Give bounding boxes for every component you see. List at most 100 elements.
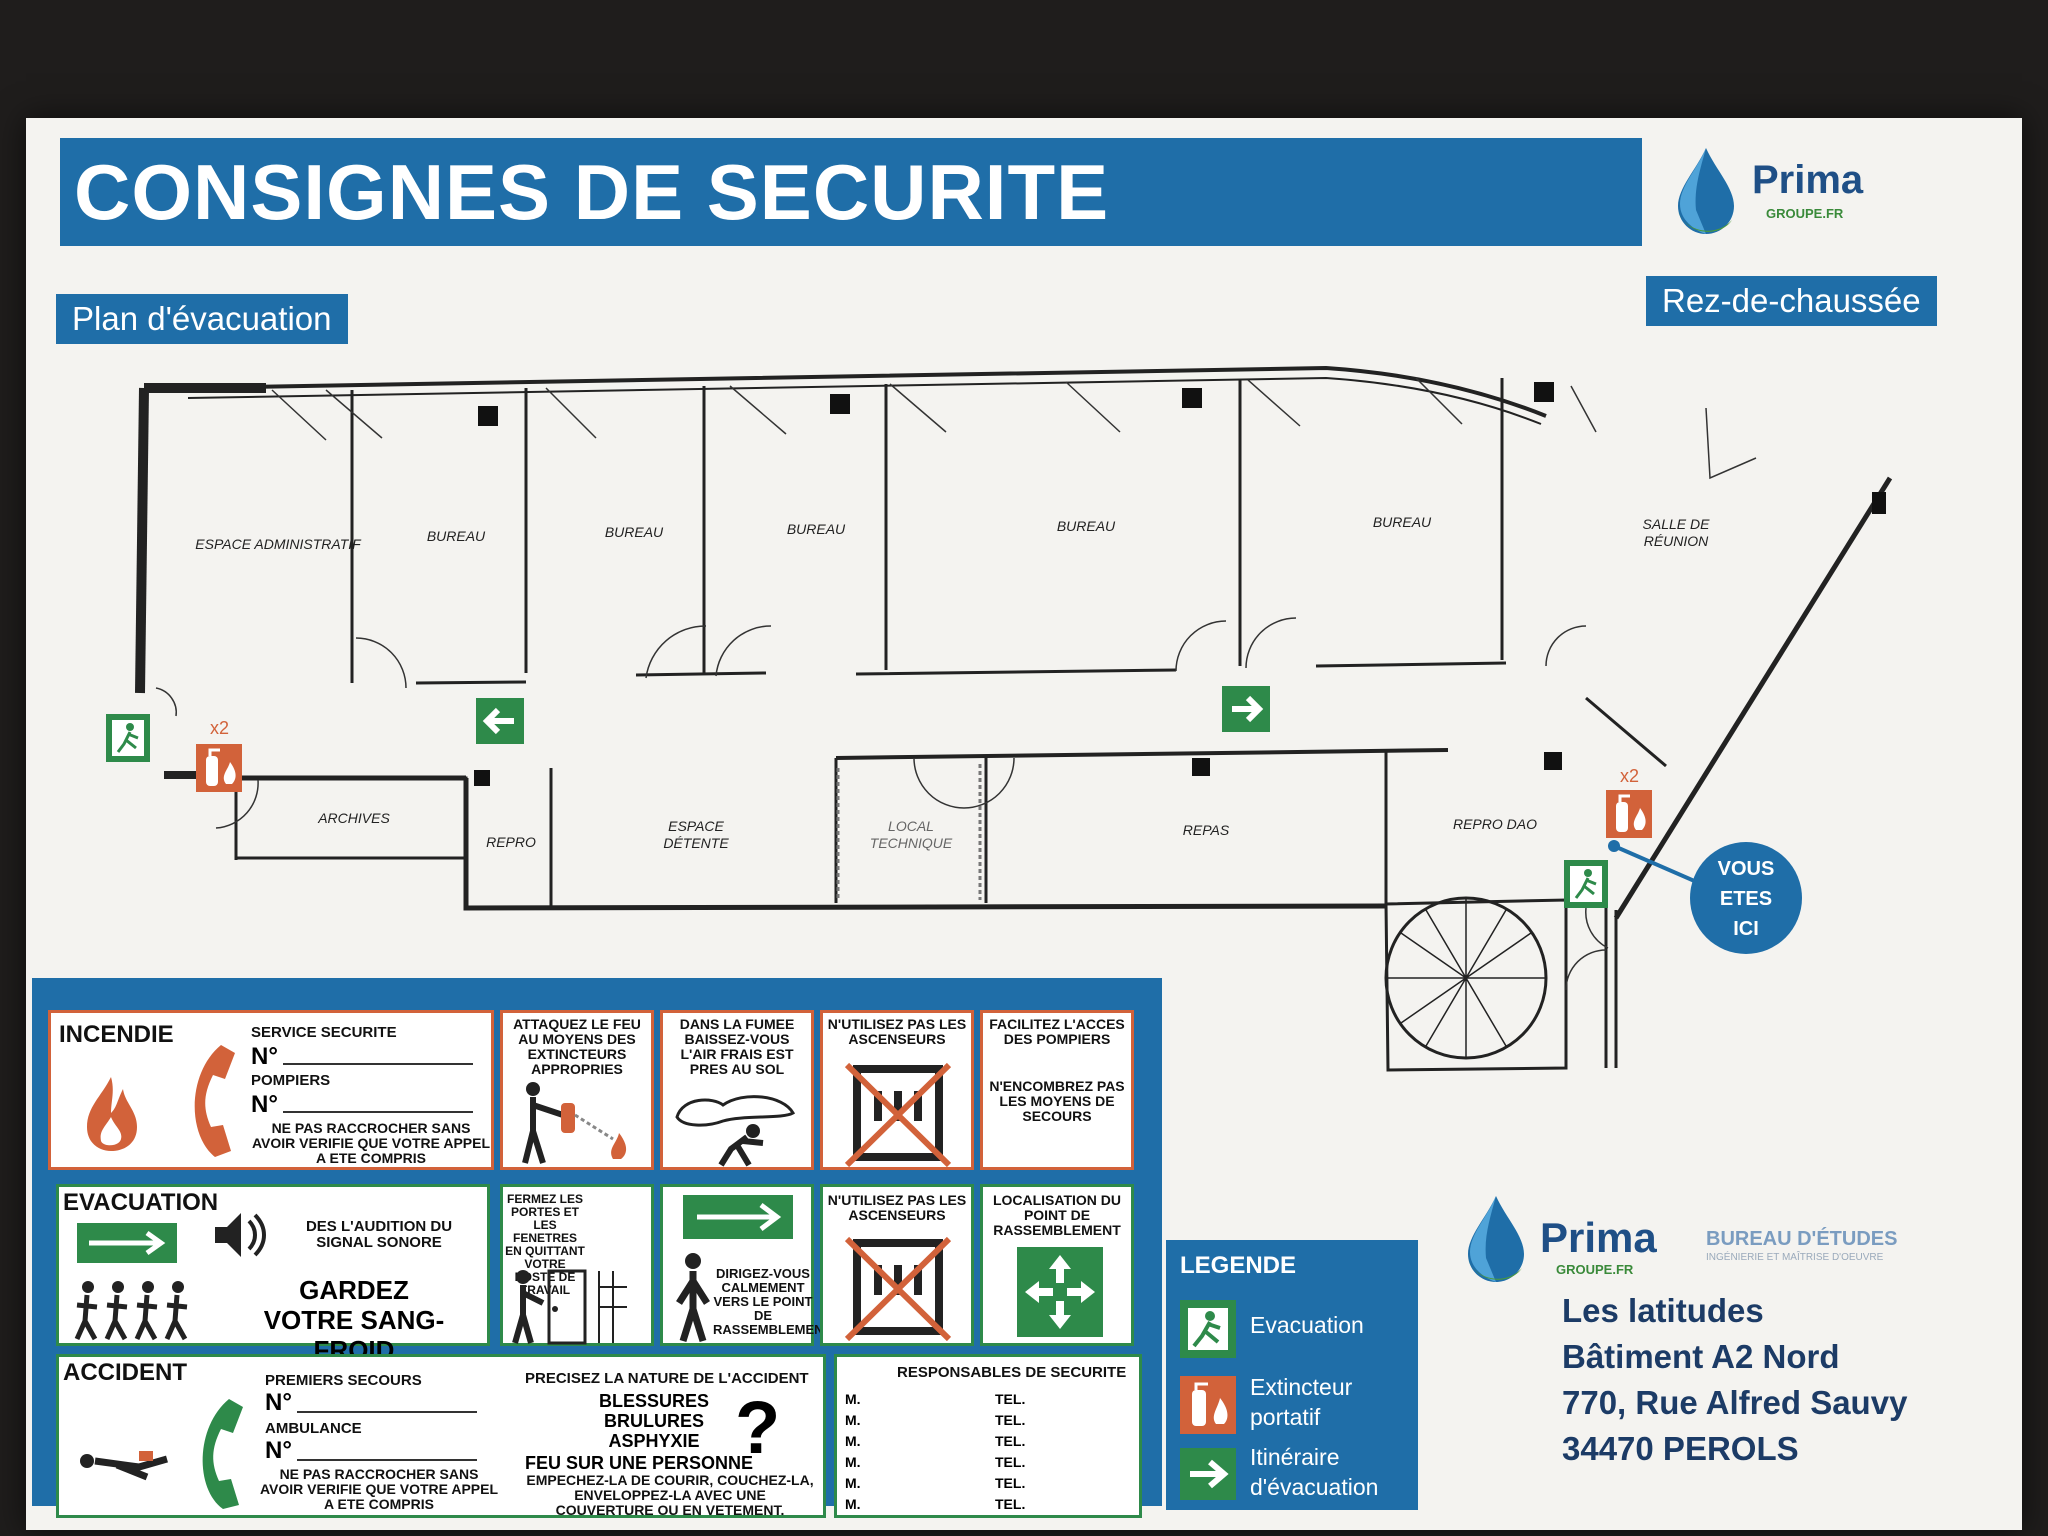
running-people-icon <box>74 1281 188 1341</box>
evacuation-poster: CONSIGNES DE SECURITE Plan d'évacuation … <box>26 118 2022 1530</box>
room-repro-dao: REPRO DAO <box>1452 816 1537 832</box>
responsables-list: M.TEL. M.TEL. M.TEL. M.TEL. M.TEL. M.TEL… <box>845 1389 1135 1515</box>
you-are-here-line2: ETES <box>1719 888 1773 910</box>
crouch-smoke-icon <box>675 1095 796 1167</box>
incendie-title: INCENDIE <box>59 1021 174 1048</box>
footer-brand-sub: GROUPE.FR <box>1556 1262 1634 1277</box>
evacuation-title: EVACUATION <box>63 1189 219 1216</box>
incendie-c4b: N'ENCOMBREZ PAS LES MOYENS DE SECOURS <box>989 1078 1125 1124</box>
accident-cell: ACCIDENT PREMIERS SECOURS N° AMBULANCE N… <box>56 1354 826 1518</box>
address-line-3: 770, Rue Alfred Sauvy <box>1562 1384 1908 1421</box>
evacuation-main-cell: EVACUATION DES L'AUDITION DU SIGNAL SONO… <box>56 1184 490 1365</box>
responsable-tel: TEL. <box>995 1433 1026 1449</box>
secours-label: PREMIERS SECOURS <box>265 1372 422 1389</box>
incendie-call-cell: INCENDIE SERVICE SECURITE N° POMPIERS N°… <box>48 1010 494 1170</box>
room-bureau-2: BUREAU <box>604 524 664 540</box>
arrow-right-icon <box>1222 686 1270 732</box>
evacuation-arrow-icon <box>77 1223 177 1263</box>
evacuation-c3: N'UTILISEZ PAS LES ASCENSEURS <box>827 1192 967 1223</box>
phone-icon-green <box>202 1399 243 1509</box>
legend-exit-icon <box>1180 1300 1236 1358</box>
room-espace-administratif: ESPACE ADMINISTRATIF <box>195 536 361 552</box>
responsable-tel: TEL. <box>995 1391 1026 1407</box>
you-are-here-line3: ICI <box>1733 918 1759 940</box>
room-bureau-3: BUREAU <box>786 521 846 537</box>
legend-arrow-icon <box>1180 1448 1236 1500</box>
service-num: N° <box>251 1043 278 1070</box>
evacuation-arrow-icon-2 <box>683 1195 793 1239</box>
responsable-row: M. TEL. <box>845 1410 1135 1431</box>
room-bureau-1: BUREAU <box>426 528 486 544</box>
accident-types: BLESSURES BRULURES ASPHYXIE <box>579 1391 729 1451</box>
footer-brand: Prima GROUPE.FR BUREAU D'ÉTUDES INGÉNIER… <box>1456 1188 1976 1298</box>
incendie-cell-1: ATTAQUEZ LE FEU AU MOYENS DES EXTINCTEUR… <box>500 1010 654 1170</box>
bureau-label: BUREAU D'ÉTUDES <box>1706 1228 1898 1250</box>
responsable-row: M.TEL. <box>845 1494 1135 1515</box>
evacuation-cell-2: DIRIGEZ-VOUS CALMEMENT VERS LE POINT DE … <box>660 1184 831 1346</box>
injured-person-icon <box>80 1451 168 1481</box>
legend-extinguisher-icon <box>1180 1376 1236 1434</box>
no-elevator-icon-2 <box>844 1236 952 1341</box>
brand-sub: GROUPE.FR <box>1766 206 1844 221</box>
responsables-cell: RESPONSABLES DE SECURITE M. TEL. M. TEL. M… <box>834 1354 1142 1518</box>
incendie-c1: ATTAQUEZ LE FEU AU MOYENS DES EXTINCTEUR… <box>513 1016 641 1077</box>
room-archives: ARCHIVES <box>318 810 390 826</box>
room-espace-detente: ESPACE DÉTENTE <box>663 818 729 851</box>
responsable-row: M.TEL. <box>845 1452 1135 1473</box>
legend-evacuation: Evacuation <box>1250 1312 1364 1338</box>
no-elevator-icon <box>844 1062 952 1167</box>
responsable-row: M. TEL. <box>845 1473 1135 1494</box>
ambulance-label: AMBULANCE <box>265 1420 362 1437</box>
emergency-exit-icon-2 <box>1564 860 1608 908</box>
responsables-title: RESPONSABLES DE SECURITE <box>897 1364 1127 1381</box>
fire-extinguisher-icon <box>196 744 242 792</box>
legend-panel: LEGENDE Evacuation Extincteur portatif I… <box>1166 1240 1418 1510</box>
ambulance-num: N° <box>265 1437 292 1464</box>
extinguisher-count: x2 <box>210 718 230 738</box>
responsable-tel: TEL. <box>995 1412 1026 1428</box>
accident-title: ACCIDENT <box>63 1359 187 1386</box>
ambulance-number-line <box>297 1459 477 1461</box>
room-bureau-4: BUREAU <box>1056 518 1116 534</box>
responsable-m: M. <box>845 1475 861 1491</box>
plan-label: Plan d'évacuation <box>56 294 348 344</box>
responsable-row: M. TEL. <box>845 1389 1135 1410</box>
walking-person-icon <box>676 1253 710 1343</box>
brand-logo: Prima GROUPE.FR <box>1666 140 1886 240</box>
emergency-exit-icon <box>106 714 150 762</box>
service-number-line <box>283 1063 473 1065</box>
responsable-m: M. <box>845 1412 861 1428</box>
incendie-c3: N'UTILISEZ PAS LES ASCENSEURS <box>827 1016 967 1047</box>
incendie-c2: DANS LA FUMEE BAISSEZ-VOUS L'AIR FRAIS E… <box>679 1016 795 1077</box>
address-line-2: Bâtiment A2 Nord <box>1562 1338 1840 1375</box>
phone-icon <box>194 1045 235 1157</box>
accident-nature: PRECISEZ LA NATURE DE L'ACCIDENT <box>525 1370 809 1387</box>
accident-type-1: BLESSURES <box>598 1391 710 1411</box>
evacuation-cell-4: LOCALISATION DU POINT DE RASSEMBLEMENT <box>980 1184 1134 1346</box>
footer-drop-logo-icon <box>1468 1196 1524 1282</box>
evacuation-c4: LOCALISATION DU POINT DE RASSEMBLEMENT <box>992 1192 1122 1238</box>
room-local-technique: LOCAL TECHNIQUE <box>869 818 953 851</box>
legend-extincteur: Extincteur portatif <box>1250 1374 1353 1430</box>
responsable-m: M. <box>845 1433 861 1449</box>
bureau-sub: INGÉNIERIE ET MAÎTRISE D'OEUVRE <box>1706 1252 1884 1263</box>
responsable-tel: TEL. <box>995 1475 1026 1491</box>
extinguisher-count-2: x2 <box>1620 766 1640 786</box>
incendie-note: NE PAS RACCROCHER SANS AVOIR VERIFIE QUE… <box>251 1120 491 1166</box>
floor-plan <box>135 365 1893 1072</box>
secours-number-line <box>297 1411 477 1413</box>
incendie-cell-4: FACILITEZ L'ACCES DES POMPIERS N'ENCOMBR… <box>980 1010 1134 1170</box>
room-bureau-5: BUREAU <box>1372 514 1432 530</box>
you-are-here-marker: VOUS ETES ICI <box>1690 842 1802 954</box>
accident-type-3: ASPHYXIE <box>608 1431 700 1451</box>
pompiers-number-line <box>283 1111 473 1113</box>
responsable-m: M. <box>845 1391 861 1407</box>
fire-icon <box>87 1077 137 1151</box>
extinguisher-use-icon <box>522 1082 627 1164</box>
alarm-speaker-icon <box>215 1213 266 1257</box>
you-are-here-line1: VOUS <box>1717 858 1775 880</box>
address-line-1: Les latitudes <box>1562 1292 1764 1329</box>
accident-type-2: BRULURES <box>603 1411 704 1431</box>
page-title: CONSIGNES DE SECURITE <box>60 138 1642 246</box>
responsable-m: M. <box>845 1496 861 1512</box>
